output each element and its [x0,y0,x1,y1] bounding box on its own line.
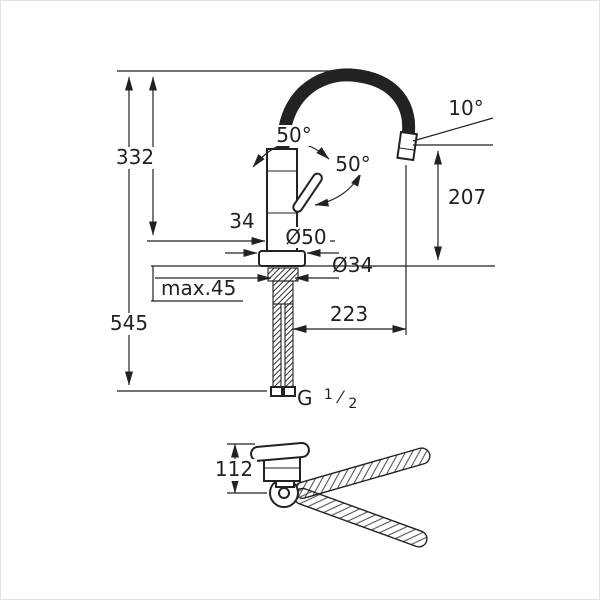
dim-label-223: 223 [330,302,368,326]
dim-label-34: 34 [229,209,254,233]
dim-label-207: 207 [448,185,486,209]
thread-label-g12: G 1 ⁄ 2 [297,380,357,412]
hose-fitting-right [283,386,296,397]
spout-outlet [396,130,419,162]
spout-arc [276,68,415,154]
bottom-view-lever [250,441,310,462]
angle-label-10: 10° [448,96,483,120]
supply-hose-right [284,303,294,388]
supply-hose-left [272,303,282,388]
dim-label-d50: Ø50 [285,225,326,249]
dim-label-max45: max.45 [161,276,236,300]
spout-position-lower [293,487,428,548]
threaded-shank [272,280,294,305]
locknut [267,267,299,282]
base-flange [258,250,306,267]
dim-label-332: 332 [116,145,154,169]
dimension-labels: 332 545 34 50° 50° 10° 207 Ø50 Ø34 max.4… [107,96,486,412]
angle-50-arc-side [314,172,362,207]
dim-label-d34: Ø34 [332,253,373,277]
angle-label-50-side: 50° [335,152,370,176]
hose-fitting-left [270,386,283,397]
angle-label-50-top: 50° [276,123,311,147]
dim-label-545: 545 [110,311,148,335]
dim-label-112: 112 [215,457,253,481]
faucet-bottom-view: 112 [211,441,431,548]
angle-10-line [412,117,494,142]
